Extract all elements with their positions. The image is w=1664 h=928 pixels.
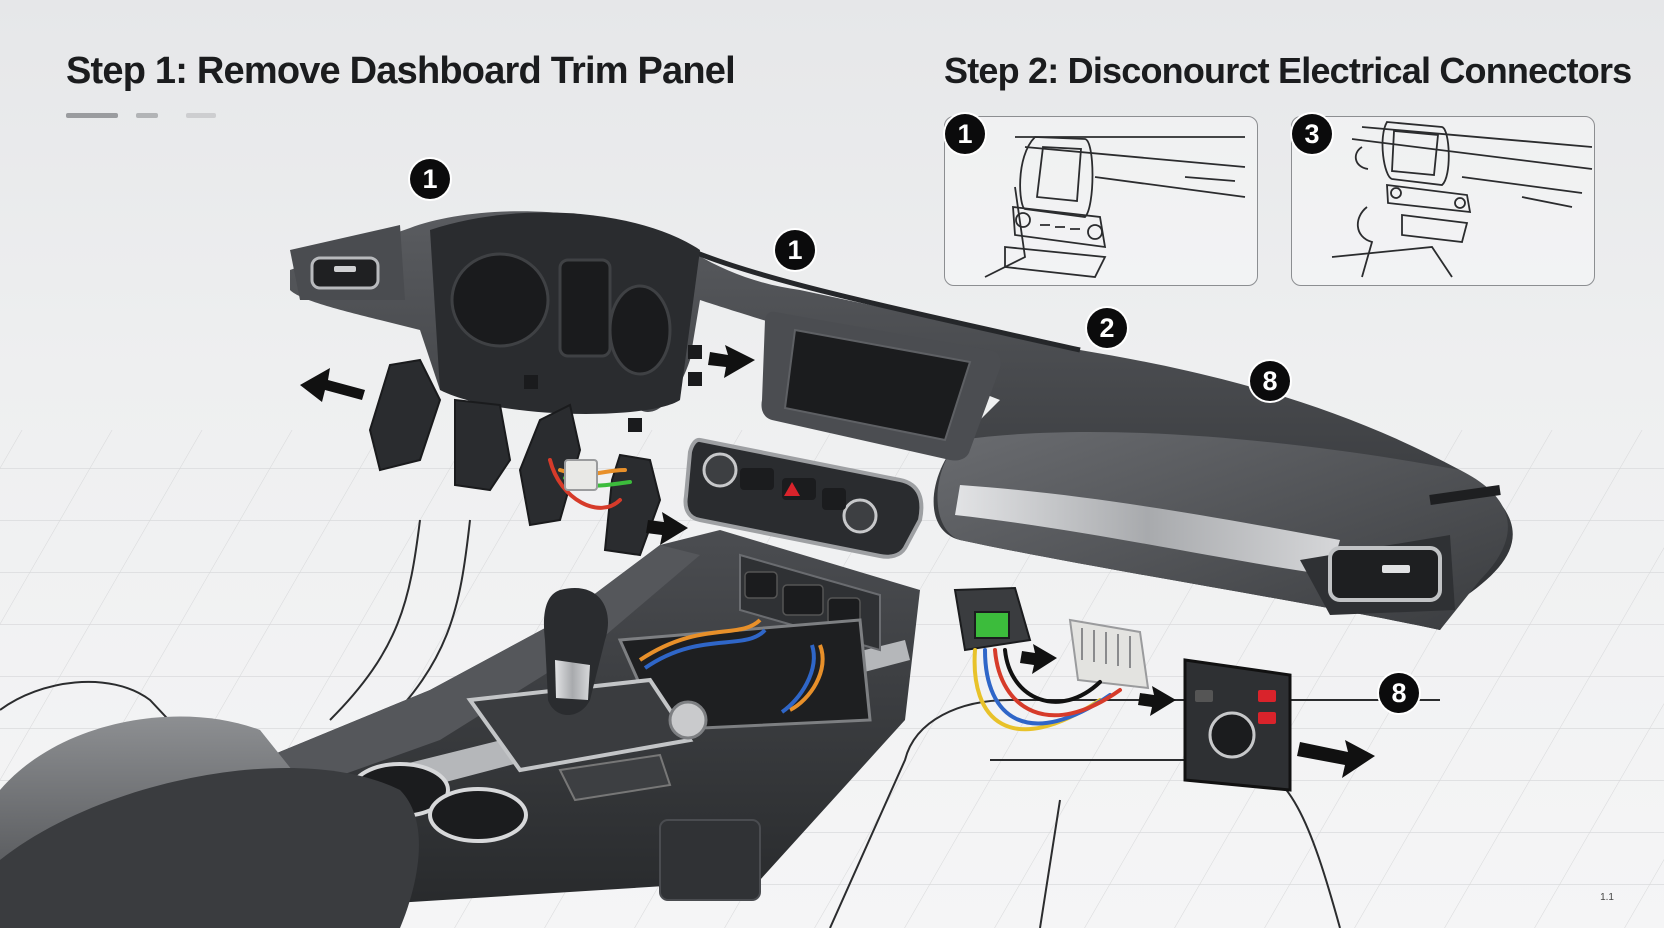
callout-badge: 1 xyxy=(410,159,450,199)
reference-panel-a xyxy=(944,116,1258,286)
arrow-right-icon xyxy=(1020,644,1057,674)
title-underline-segment xyxy=(186,113,216,118)
arrow-left-icon xyxy=(300,368,365,402)
step2-title: Step 2: Disconourct Electrical Connector… xyxy=(944,50,1632,91)
mounting-brackets xyxy=(368,358,662,557)
callout-badge: 3 xyxy=(1292,114,1332,154)
callout-badge: 1 xyxy=(945,114,985,154)
callout-badge: 1 xyxy=(775,230,815,270)
climate-control-panel xyxy=(683,437,924,559)
title-underline-segment xyxy=(66,113,118,118)
callout-badge: 8 xyxy=(1250,361,1290,401)
instrument-cluster-hood xyxy=(430,212,702,432)
step1-title: Step 1: Remove Dashboard Trim Panel xyxy=(66,50,736,92)
hazard-icon xyxy=(784,482,800,496)
wire-harness xyxy=(548,458,632,510)
infotainment-screen xyxy=(761,311,1001,461)
driver-seat xyxy=(0,716,419,928)
callout-badge: 2 xyxy=(1087,308,1127,348)
arrow-right-icon xyxy=(646,512,688,545)
reference-panel-b xyxy=(1291,116,1595,286)
arrow-right-icon xyxy=(1138,686,1176,716)
direction-arrows xyxy=(300,345,1375,778)
title-underline-segment xyxy=(136,113,158,118)
electrical-connectors xyxy=(953,586,1292,792)
arrow-right-icon xyxy=(708,345,755,378)
panel-a-lineart xyxy=(984,136,1246,278)
callout-badge: 8 xyxy=(1379,673,1419,713)
page-number: 1.1 xyxy=(1600,892,1614,903)
arrow-right-icon xyxy=(1297,740,1375,778)
panel-b-lineart xyxy=(1331,121,1593,278)
power-icon xyxy=(1208,711,1256,759)
